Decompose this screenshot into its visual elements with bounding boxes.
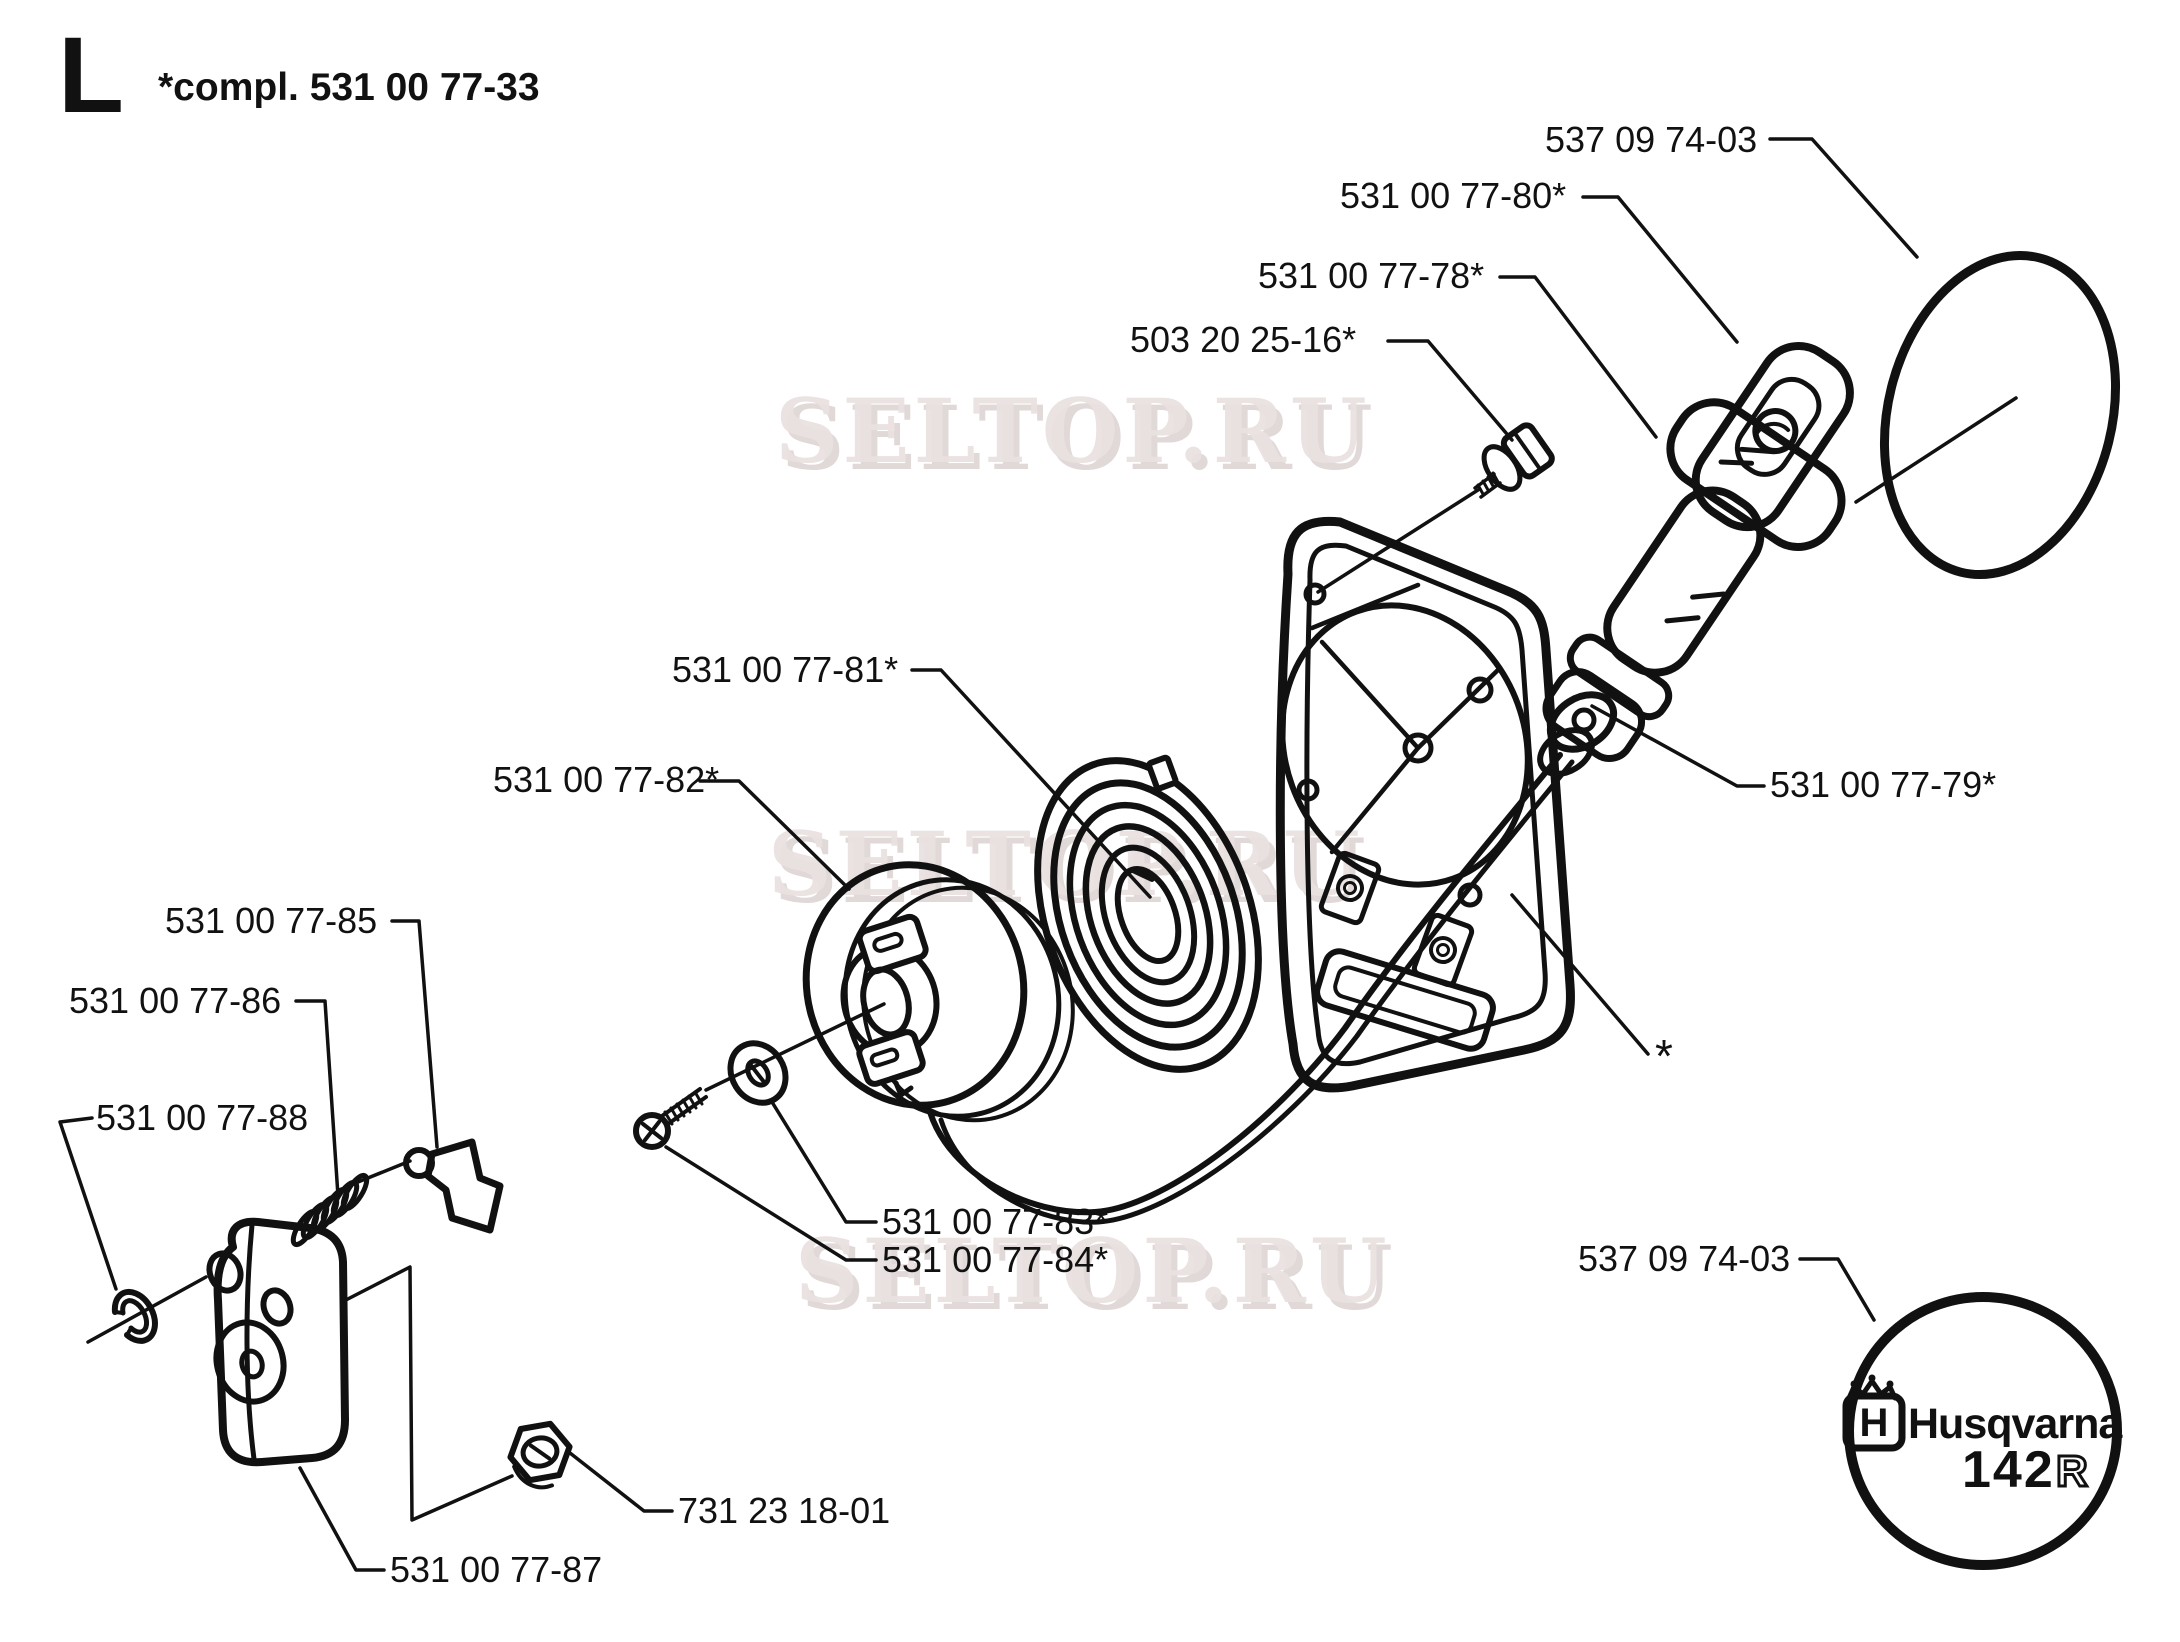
leader-lines bbox=[58, 137, 1919, 1572]
part-label-pawl-spring: 531 00 77-86 bbox=[69, 980, 281, 1021]
leader-handle-bumper bbox=[1590, 704, 1766, 788]
part-label-assembly-ref: * bbox=[1655, 1030, 1673, 1082]
husqvarna-crown-icon: H bbox=[1842, 1374, 1906, 1452]
axis-line bbox=[86, 1159, 412, 1344]
starter-housing-drawing bbox=[1275, 516, 1575, 1093]
leader-decal-top bbox=[1768, 137, 1919, 259]
crown-h-letter: H bbox=[1860, 1401, 1889, 1445]
part-label-handle-insert: 531 00 77-80* bbox=[1340, 175, 1566, 216]
part-label-pawl-housing: 531 00 77-87 bbox=[390, 1549, 602, 1590]
leader-hex-nut bbox=[568, 1451, 674, 1513]
leader-lock-washer bbox=[58, 1116, 118, 1291]
starter-handle-drawing bbox=[1542, 398, 1846, 762]
housing-screw-drawing bbox=[1316, 422, 1555, 594]
leader-pulley-screw bbox=[664, 1145, 878, 1262]
part-label-starter-handle: 531 00 77-78* bbox=[1258, 255, 1484, 296]
part-label-lock-washer: 531 00 77-88 bbox=[96, 1097, 308, 1138]
rewind-spring-drawing bbox=[1034, 754, 1262, 1073]
watermark-text: SELTOP.RU bbox=[775, 379, 1371, 483]
assembly-note: *compl. 531 00 77-33 bbox=[158, 66, 540, 109]
leader-decal-bottom bbox=[1798, 1257, 1876, 1322]
leader-starter-handle bbox=[1498, 275, 1658, 439]
part-label-rope-pulley: 531 00 77-82* bbox=[493, 759, 719, 800]
pawl-drawing bbox=[403, 1138, 504, 1234]
rope-pulley-drawing bbox=[802, 861, 1075, 1123]
pawl-housing-drawing bbox=[206, 1217, 349, 1467]
leader-rewind-spring bbox=[910, 668, 1152, 899]
watermark-top: SELTOP.RU SELTOP.RU bbox=[775, 379, 1377, 490]
watermark-text: SELTOP.RU bbox=[795, 1219, 1391, 1323]
axis-line bbox=[704, 1002, 886, 1092]
part-label-decal-top: 537 09 74-03 bbox=[1545, 119, 1757, 160]
leader-housing-screw bbox=[1386, 339, 1514, 442]
part-label-pawl: 531 00 77-85 bbox=[165, 900, 377, 941]
watermark-bottom: SELTOP.RU SELTOP.RU bbox=[795, 1219, 1397, 1330]
part-label-handle-bumper: 531 00 77-79* bbox=[1770, 764, 1996, 805]
section-letter: L bbox=[58, 14, 124, 135]
badge-variant-text: R bbox=[2056, 1447, 2088, 1496]
leader-flat-washer bbox=[770, 1100, 878, 1224]
pulley-screw-drawing bbox=[633, 1087, 708, 1150]
part-label-rewind-spring: 531 00 77-81* bbox=[672, 649, 898, 690]
leader-line bbox=[340, 1265, 514, 1522]
badge-model-text: 142 bbox=[1962, 1441, 2055, 1499]
watermark-shadow-text: SELTOP.RU bbox=[781, 386, 1377, 490]
husqvarna-decal-drawing: H Husqvarna 142 R bbox=[1842, 1292, 2124, 1570]
flat-washer-drawing bbox=[727, 1040, 789, 1106]
pawl-spring-drawing bbox=[290, 1172, 370, 1248]
decal-disc-drawing bbox=[1854, 250, 2121, 580]
leader-rope-pulley bbox=[698, 779, 851, 891]
leader-pawl bbox=[390, 919, 439, 1149]
badge-brand-text: Husqvarna bbox=[1908, 1400, 2123, 1448]
watermark-shadow-text: SELTOP.RU bbox=[801, 1226, 1397, 1330]
part-label-hex-nut: 731 23 18-01 bbox=[678, 1490, 890, 1531]
leader-pawl-spring bbox=[294, 999, 340, 1198]
starter-rope-drawing bbox=[927, 752, 1575, 1225]
part-label-decal-bottom: 537 09 74-03 bbox=[1578, 1238, 1790, 1279]
hex-nut-drawing bbox=[507, 1420, 573, 1490]
part-label-pulley-screw: 531 00 77-84* bbox=[882, 1239, 1108, 1280]
leader-handle-insert bbox=[1581, 195, 1739, 344]
part-label-housing-screw: 503 20 25-16* bbox=[1130, 319, 1356, 360]
leader-pawl-housing bbox=[298, 1466, 386, 1572]
leader-assembly-ref bbox=[1510, 893, 1650, 1056]
part-label-flat-washer: 531 00 77-83* bbox=[882, 1201, 1108, 1242]
